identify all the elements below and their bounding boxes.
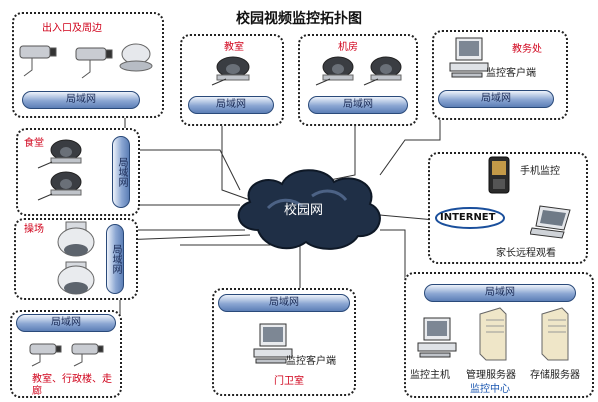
mobile-phone-icon xyxy=(488,156,510,194)
computer-icon xyxy=(449,37,489,78)
management-server-label: 管理服务器 xyxy=(466,370,516,381)
diagram-title: 校园视频监控拓扑图 xyxy=(236,11,362,27)
academic-office-client-label: 监控客户端 xyxy=(486,68,536,79)
zone-computer-room-label: 机房 xyxy=(338,42,358,53)
dome-camera-icon xyxy=(37,139,82,201)
lan-teaching-building: 局域网 xyxy=(16,314,116,332)
zone-classroom-label: 教室 xyxy=(224,42,244,53)
zone-academic-office-label: 教务处 xyxy=(512,44,542,55)
zone-teaching-building-label: 教室、行政楼、走廊 xyxy=(32,374,112,397)
internet-cloud-icon xyxy=(435,207,505,229)
speed-dome-camera-icon xyxy=(57,221,95,295)
mobile-monitoring-label: 手机监控 xyxy=(520,166,560,177)
bullet-camera-icon xyxy=(29,343,104,367)
lan-computer-room: 局域网 xyxy=(308,96,408,114)
zone-canteen-label: 食堂 xyxy=(24,138,44,149)
dome-camera-icon xyxy=(211,56,250,86)
lan-canteen: 局域网 xyxy=(112,136,130,208)
server-icon xyxy=(541,307,569,361)
campus-network-cloud xyxy=(237,169,381,250)
dome-camera-icon xyxy=(315,56,402,86)
zone-playground-label: 操场 xyxy=(24,224,44,235)
storage-server-label: 存储服务器 xyxy=(530,370,580,381)
parents-remote-label: 家长远程观看 xyxy=(496,248,556,259)
internet-label: INTERNET xyxy=(440,212,496,223)
lan-classroom: 局域网 xyxy=(188,96,274,114)
lan-control-center: 局域网 xyxy=(424,284,576,302)
computer-icon xyxy=(417,317,457,358)
lan-academic-office: 局域网 xyxy=(438,90,554,108)
monitoring-host-label: 监控主机 xyxy=(410,370,450,381)
lan-gatehouse: 局域网 xyxy=(218,294,350,312)
computer-icon xyxy=(253,323,293,364)
zone-gatehouse-label: 门卫室 xyxy=(274,376,304,387)
lan-entrance: 局域网 xyxy=(22,91,140,109)
zone-entrance-label: 出入口及周边 xyxy=(42,23,102,34)
cloud-label: 校园网 xyxy=(284,203,324,218)
server-icon xyxy=(479,307,507,361)
laptop-icon xyxy=(530,205,571,239)
zone-control-center-label: 监控中心 xyxy=(470,384,510,395)
lan-playground: 局域网 xyxy=(106,224,124,294)
gatehouse-client-label: 监控客户端 xyxy=(286,356,336,367)
bullet-camera-icon xyxy=(19,43,153,79)
